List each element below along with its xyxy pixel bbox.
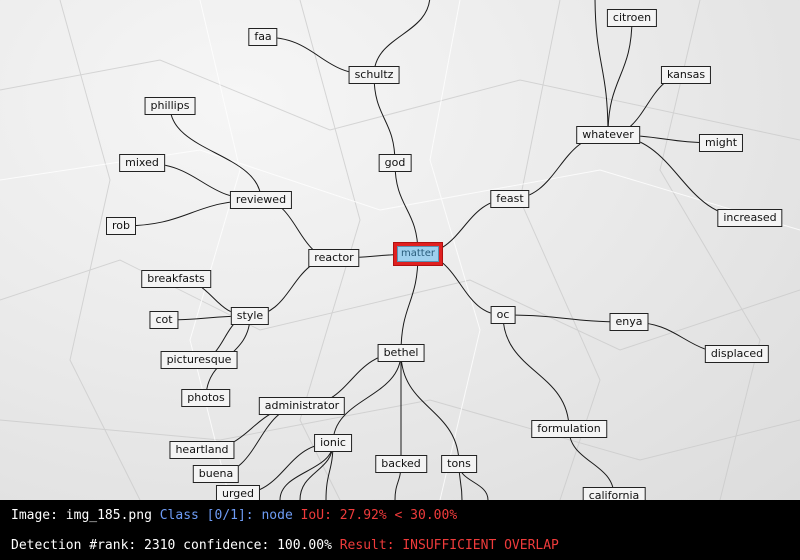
edge-formulation-california (568, 428, 615, 497)
node-california: california (582, 487, 646, 500)
node-enya: enya (609, 313, 649, 331)
node-tons: tons (441, 455, 477, 473)
iou-text: IoU: 27.92% < 30.00% (300, 508, 458, 523)
node-photos: photos (181, 389, 231, 407)
node-backed: backed (375, 455, 427, 473)
result-text: Result: INSUFFICIENT OVERLAP (339, 538, 559, 553)
detection-text: Detection #rank: 2310 confidence: 100.00… (11, 538, 332, 553)
node-buena: buena (192, 465, 240, 483)
status-bar: Image: img_185.png Class [0/1]: node IoU… (0, 500, 800, 560)
image-name: img_185.png (65, 508, 152, 523)
node-breakfasts: breakfasts (141, 270, 211, 288)
node-mixed: mixed (119, 154, 165, 172)
edge-oc-formulation (502, 314, 570, 430)
node-picturesque: picturesque (160, 351, 238, 369)
node-formulation: formulation (531, 420, 607, 438)
node-urged: urged (215, 485, 261, 500)
node-kansas: kansas (660, 66, 712, 84)
edge-administrator-buena (215, 405, 303, 475)
edge-bethel-tons (400, 352, 460, 465)
node-bethel: bethel (377, 344, 425, 362)
edge-reviewed-phillips (169, 105, 262, 201)
status-line-detection: Detection #rank: 2310 confidence: 100.00… (11, 538, 559, 553)
node-schultz: schultz (348, 66, 400, 84)
node-rob: rob (106, 217, 136, 235)
node-ionic: ionic (314, 434, 352, 452)
diagram-canvas: matter god schultz faa feast whatever citroen k… (0, 0, 800, 500)
class-text: Class [0/1]: node (159, 508, 293, 523)
node-reviewed: reviewed (229, 191, 293, 209)
node-whatever: whatever (576, 126, 640, 144)
image-label: Image: (11, 508, 58, 523)
node-phillips: phillips (144, 97, 196, 115)
node-reactor: reactor (308, 249, 360, 267)
node-citroen: citroen (606, 9, 658, 27)
edge-bethel-ionic (332, 352, 402, 444)
edge-god-schultz (373, 74, 396, 164)
node-oc: oc (490, 306, 516, 324)
node-heartland: heartland (169, 441, 235, 459)
edge-offscreen-1 (594, 0, 609, 136)
node-feast: feast (490, 190, 530, 208)
node-matter: matter (397, 246, 439, 262)
node-administrator: administrator (258, 397, 346, 415)
edge-whatever-citroen (607, 17, 633, 136)
node-might: might (698, 134, 744, 152)
status-line-image: Image: img_185.png Class [0/1]: node IoU… (11, 508, 457, 523)
node-god: god (378, 154, 412, 172)
node-style: style (230, 307, 270, 325)
edge-offscreen-0 (373, 0, 430, 76)
edge-matter-bethel (400, 253, 419, 354)
node-increased: increased (717, 209, 783, 227)
node-cot: cot (149, 311, 179, 329)
edge-matter-god (394, 162, 419, 255)
crumpled-paper-texture (0, 0, 800, 500)
node-faa: faa (248, 28, 278, 46)
node-displaced: displaced (704, 345, 770, 363)
